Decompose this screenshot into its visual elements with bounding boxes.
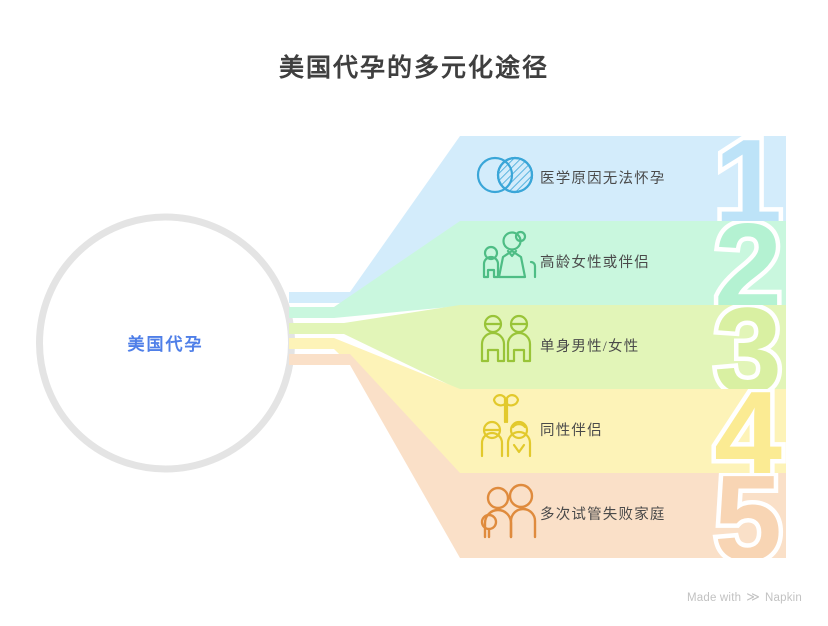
napkin-brand-label: Napkin bbox=[765, 591, 802, 604]
two-people-icon bbox=[480, 314, 532, 363]
row-label-1: 医学原因无法怀孕 bbox=[540, 171, 666, 187]
row-number-3: 3 bbox=[714, 282, 782, 418]
napkin-logo-icon: ≫ bbox=[746, 589, 760, 604]
row-label-5: 多次试管失败家庭 bbox=[540, 507, 666, 523]
made-with-label: Made with bbox=[686, 591, 742, 604]
ribbon-band-3 bbox=[289, 305, 786, 390]
ribbon-band-5 bbox=[289, 354, 786, 558]
overlapping-circles-icon bbox=[476, 156, 534, 194]
page-title: 美国代孕的多元化途径 bbox=[278, 55, 549, 82]
row-label-4: 同性伴侣 bbox=[540, 423, 603, 439]
row-label-2: 高龄女性或伴侣 bbox=[540, 255, 650, 271]
ribbon-band-2 bbox=[289, 221, 786, 318]
elderly-woman-and-child-icon bbox=[482, 230, 537, 279]
row-number-2: 2 bbox=[714, 198, 782, 334]
row-label-3: 单身男性/女性 bbox=[540, 339, 640, 355]
ribbon-band-1 bbox=[289, 136, 786, 303]
couple-with-heart-icon bbox=[480, 394, 532, 458]
family-with-child-icon bbox=[480, 483, 537, 539]
pathway-row-3[interactable]: 3 bbox=[289, 282, 786, 418]
pathway-row-2[interactable]: 2 bbox=[289, 198, 786, 334]
ribbon-band-4 bbox=[289, 338, 786, 474]
hub-label: 美国代孕 bbox=[127, 335, 204, 354]
footer-watermark[interactable]: Made with ≫ Napkin bbox=[686, 589, 802, 604]
